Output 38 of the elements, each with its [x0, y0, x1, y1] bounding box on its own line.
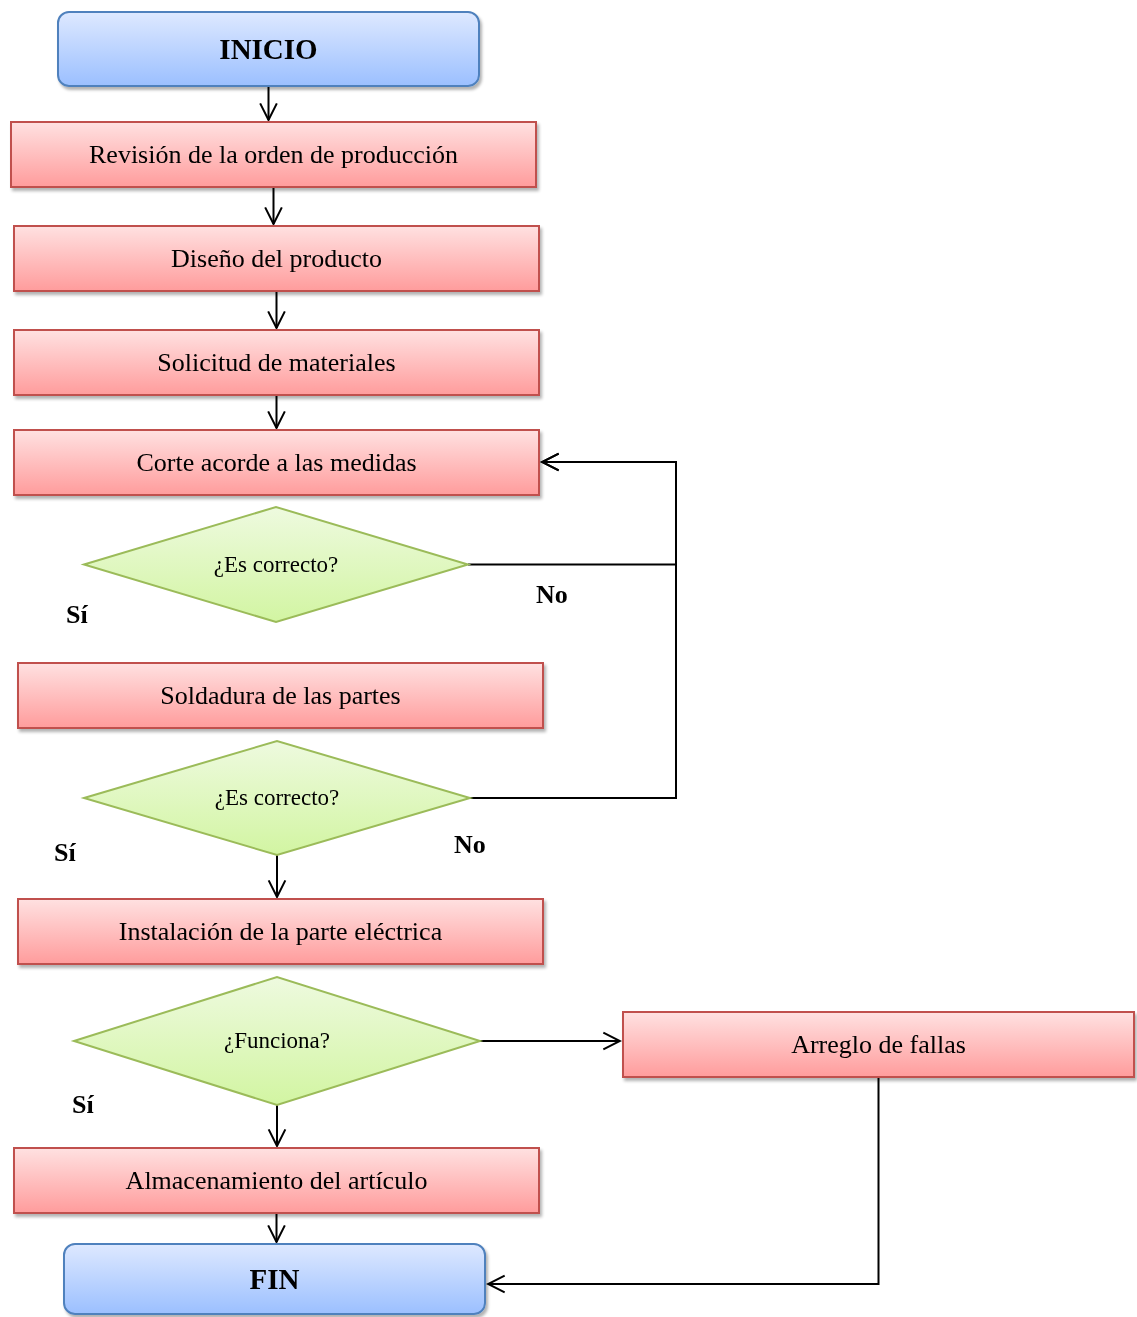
process-step-text: Almacenamiento del artículo	[125, 1165, 428, 1196]
process-box	[13, 1147, 540, 1214]
process-step-text: Arreglo de fallas	[791, 1029, 966, 1060]
arrow	[267, 1104, 287, 1147]
arrow	[479, 1031, 621, 1051]
branch-label: No	[454, 830, 486, 860]
process-box	[17, 662, 544, 729]
decision-text: ¿Es correcto?	[214, 785, 340, 811]
decision-text: ¿Es correcto?	[213, 551, 339, 578]
process-step-text: Instalación de la parte eléctrica	[118, 916, 443, 947]
arrow	[267, 854, 287, 898]
arrow	[267, 291, 286, 329]
arrow	[267, 1213, 286, 1243]
branch-label: No	[536, 580, 568, 610]
decision-text: ¿Funciona?	[224, 1028, 330, 1054]
process-step-text: Corte acorde a las medidas	[136, 447, 417, 478]
terminal-box	[57, 11, 480, 87]
arrow	[264, 187, 283, 225]
arrow	[267, 395, 286, 429]
branch-label: Sí	[66, 600, 88, 630]
terminal-box	[63, 1243, 486, 1315]
branch-label: Sí	[54, 838, 76, 868]
arrow	[469, 452, 677, 799]
process-box	[13, 329, 540, 396]
process-step-text: Diseño del producto	[171, 243, 382, 274]
process-box	[13, 225, 540, 292]
arrow	[487, 1077, 880, 1294]
branch-label: Sí	[72, 1090, 94, 1120]
terminal-text: FIN	[249, 1262, 300, 1296]
terminal-text: INICIO	[219, 32, 318, 66]
process-step-text: Soldadura de las partes	[160, 680, 401, 711]
process-step-text: Revisión de la orden de producción	[89, 139, 458, 170]
process-box	[13, 429, 540, 496]
process-box	[10, 121, 537, 188]
process-box	[17, 898, 544, 965]
arrow	[259, 86, 278, 121]
process-step-text: Solicitud de materiales	[157, 347, 396, 378]
process-box	[622, 1011, 1135, 1078]
